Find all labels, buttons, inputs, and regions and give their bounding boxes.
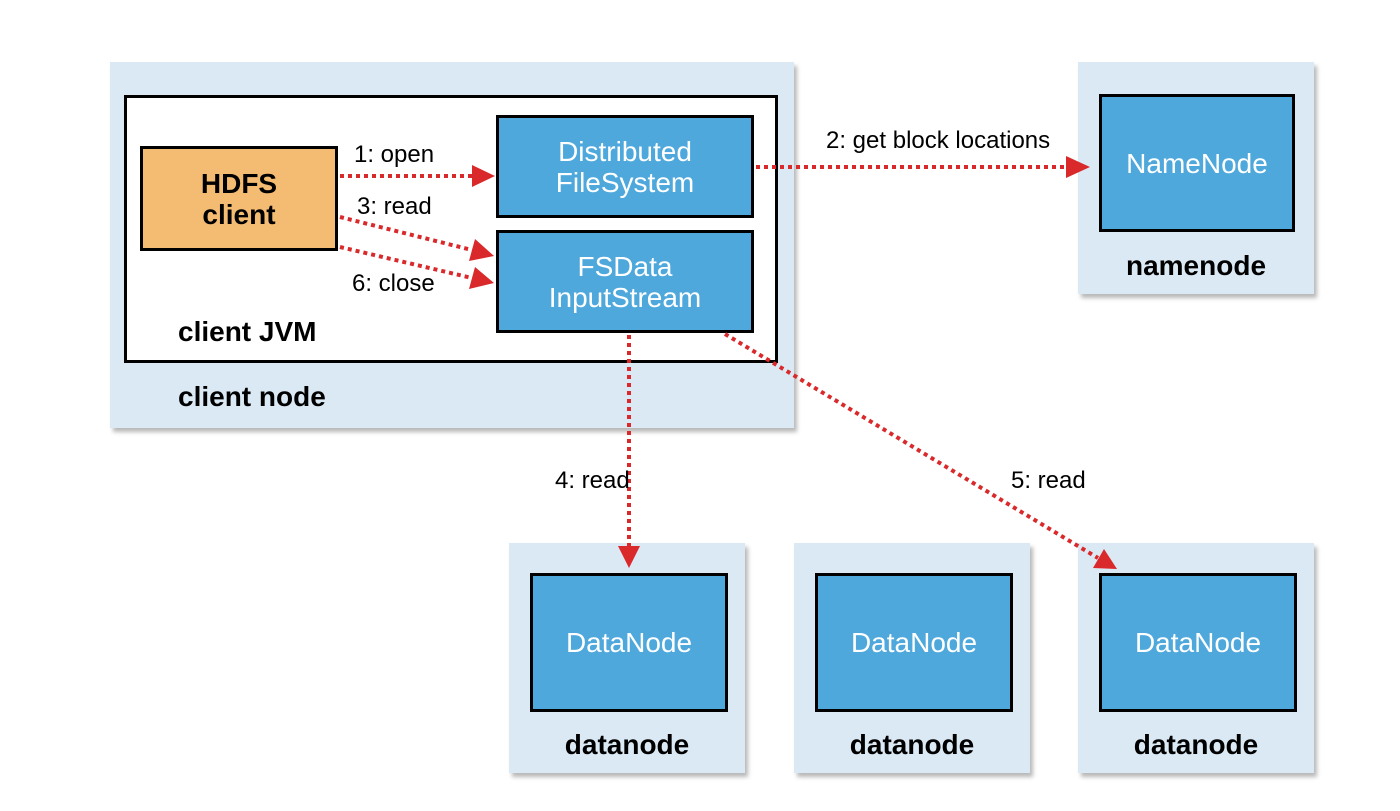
arrowhead-get-block-locations xyxy=(1066,156,1090,178)
datanode-label-2: datanode xyxy=(849,729,975,760)
datanode-box-2: DataNode xyxy=(815,573,1013,712)
arrow-label-read-5: 5: read xyxy=(1011,467,1086,494)
arrow-label-read-3: 3: read xyxy=(357,193,432,220)
arrowhead-read-4 xyxy=(618,546,640,568)
arrow-close xyxy=(339,245,473,280)
distributed-filesystem-box: Distributed FileSystem xyxy=(496,115,754,218)
arrow-label-get-block-locations: 2: get block locations xyxy=(826,127,1051,154)
arrowhead-close xyxy=(469,267,494,289)
namenode-label: namenode xyxy=(1125,250,1267,281)
arrow-read-5 xyxy=(723,332,1100,560)
datanode-box-3: DataNode xyxy=(1099,573,1297,712)
datanode-label-3: datanode xyxy=(1133,729,1259,760)
arrowhead-read-3 xyxy=(469,239,494,261)
fsdata-inputstream-box: FSData InputStream xyxy=(496,230,754,333)
datanode-label-1: datanode xyxy=(564,729,690,760)
arrowhead-open xyxy=(472,165,495,187)
client-jvm-label: client JVM xyxy=(178,316,317,347)
arrow-read-3 xyxy=(339,215,473,252)
hdfs-client-box: HDFS client xyxy=(140,146,338,251)
arrow-label-open: 1: open xyxy=(354,141,435,168)
arrow-label-read-4: 4: read xyxy=(555,467,630,494)
arrowhead-read-5 xyxy=(1093,549,1117,569)
arrow-label-close: 6: close xyxy=(352,270,435,297)
client-node-label: client node xyxy=(178,381,326,412)
datanode-box-1: DataNode xyxy=(530,573,728,712)
namenode-box: NameNode xyxy=(1099,94,1295,232)
